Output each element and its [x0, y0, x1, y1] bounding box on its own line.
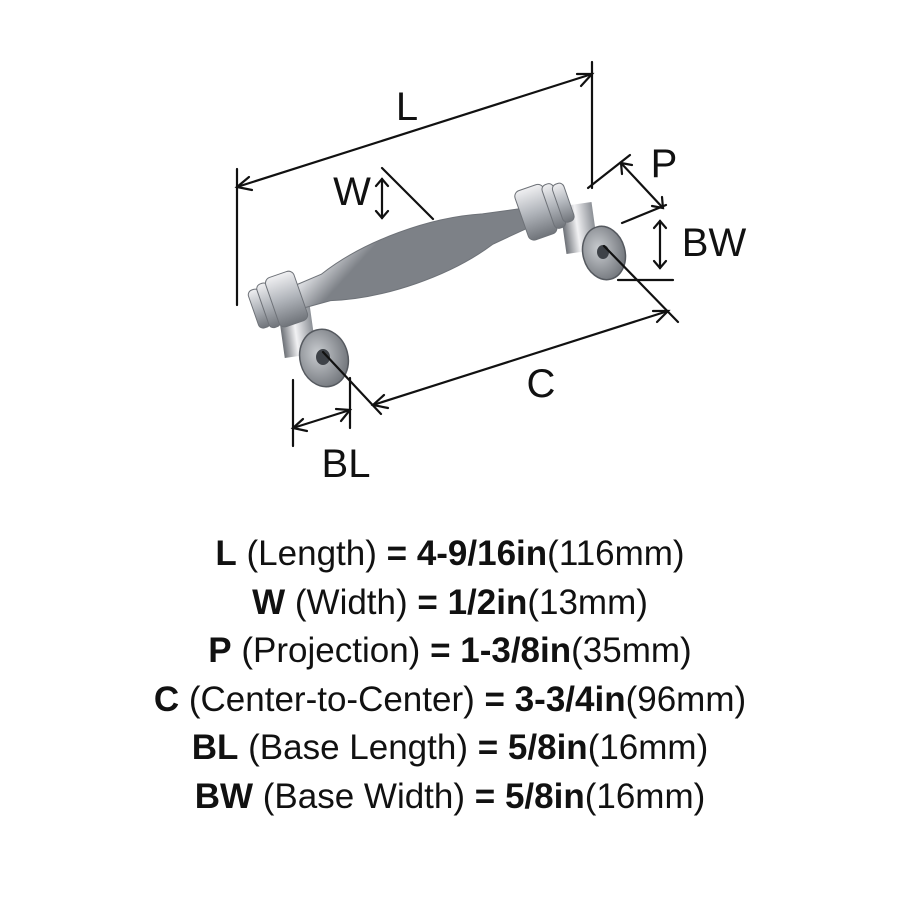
C-centerline-left [321, 350, 383, 416]
right-post [559, 202, 627, 281]
BW-arrow-top [652, 219, 668, 230]
P-extension-top [586, 153, 632, 190]
spec-imperial-value: 5/8in [504, 776, 585, 816]
pull-bar [247, 182, 575, 329]
C-centerline-right [602, 244, 680, 324]
spec-metric-value: (13mm) [527, 582, 648, 622]
spec-imperial-value: 1/2in [447, 582, 528, 622]
label-C: C [527, 362, 556, 406]
BL-arrow-left [290, 417, 309, 433]
label-W: W [333, 170, 371, 214]
BL-arrow-right [334, 407, 353, 423]
spec-name: (Length) [246, 534, 377, 573]
spec-code: P [208, 631, 232, 670]
spec-equals: = [430, 631, 451, 670]
BL-dimension-line [291, 408, 352, 430]
spec-equals: = [477, 728, 499, 767]
spec-equals: = [417, 582, 438, 622]
spec-metric-value: (16mm) [584, 776, 706, 816]
spec-length: L (Length) = 4-9/16in(116mm) [0, 530, 900, 579]
label-BL: BL [322, 442, 371, 486]
label-L: L [396, 85, 418, 129]
spec-metric-value: (116mm) [547, 534, 685, 573]
spec-metric-value: (96mm) [625, 679, 747, 719]
spec-metric-value: (16mm) [587, 728, 709, 767]
spec-code: BW [194, 776, 254, 816]
spec-code: L [215, 534, 237, 573]
spec-code: BL [191, 728, 239, 767]
spec-width: W (Width) = 1/2in(13mm) [0, 579, 900, 628]
P-arrow-bottom [650, 195, 665, 210]
BW-arrow-bottom [652, 259, 668, 270]
spec-equals: = [386, 534, 408, 573]
spec-equals: = [474, 776, 496, 816]
spec-code: C [153, 679, 180, 719]
spec-name: (Projection) [241, 631, 421, 670]
C-dimension-line [371, 309, 670, 407]
C-arrow-left [370, 393, 390, 410]
spec-center-to-center: C (Center-to-Center) = 3-3/4in(96mm) [0, 676, 900, 725]
label-P: P [651, 142, 678, 186]
spec-code: W [252, 582, 286, 622]
W-arrow-top [374, 177, 390, 188]
P-dimension-line [619, 161, 665, 210]
L-arrow-right [575, 72, 595, 88]
pull-handle [247, 182, 627, 388]
spec-imperial-value: 1-3/8in [460, 631, 572, 670]
dimension-spec-list: L (Length) = 4-9/16in(116mm) W (Width) =… [0, 530, 900, 821]
P-arrow-top [619, 161, 634, 176]
spec-name: (Base Length) [248, 728, 468, 767]
L-dimension-line [235, 72, 594, 189]
L-arrow-left [234, 175, 254, 192]
spec-name: (Base Width) [262, 776, 466, 816]
spec-name: (Center-to-Center) [188, 679, 475, 719]
label-BW: BW [682, 221, 747, 265]
spec-imperial-value: 3-3/4in [514, 679, 626, 719]
spec-metric-value: (35mm) [571, 631, 692, 670]
spec-base-length: BL (Base Length) = 5/8in(16mm) [0, 724, 900, 773]
spec-name: (Width) [294, 582, 408, 622]
spec-base-width: BW (Base Width) = 5/8in(16mm) [0, 773, 900, 822]
W-extension [380, 166, 435, 221]
spec-imperial-value: 4-9/16in [416, 534, 548, 573]
spec-projection: P (Projection) = 1-3/8in(35mm) [0, 627, 900, 676]
C-arrow-right [651, 309, 671, 324]
spec-equals: = [484, 679, 505, 719]
spec-imperial-value: 5/8in [507, 728, 588, 767]
cabinet-pull-diagram: L W P BW C BL [234, 60, 747, 486]
dimension-lines [234, 60, 680, 448]
W-arrow-bottom [374, 209, 390, 220]
